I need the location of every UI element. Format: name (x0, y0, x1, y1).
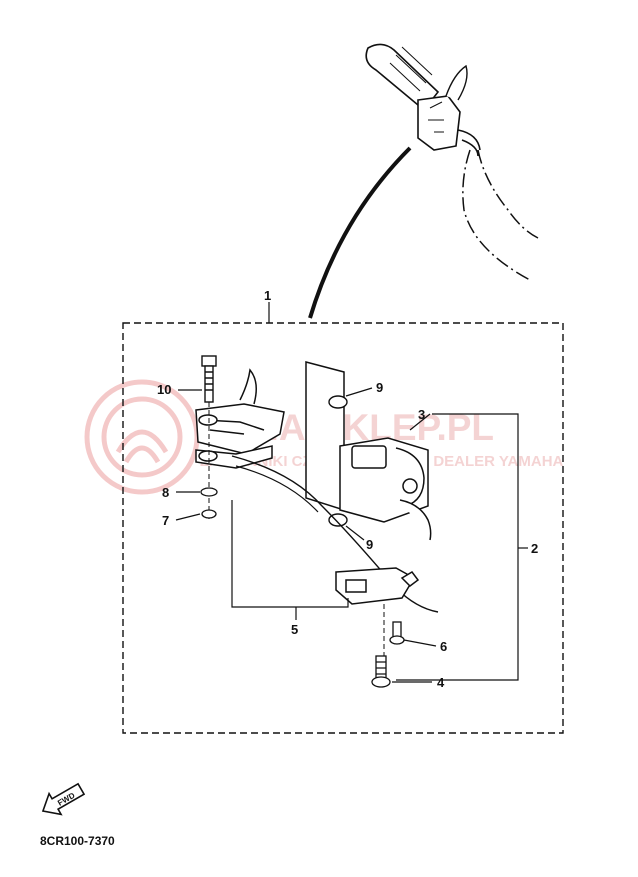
callout-5: 5 (291, 622, 298, 637)
leader-curve (308, 146, 412, 319)
handlebar-tube-upper (477, 149, 539, 239)
group-bracket-2 (396, 413, 519, 681)
throttle-cable (231, 455, 439, 613)
callout-1: 1 (264, 288, 271, 303)
callout-10: 10 (157, 382, 171, 397)
callout-6-leader (403, 639, 437, 647)
callout-3-leader (409, 413, 431, 431)
callout-9-top-leader (345, 387, 373, 397)
callout-9-top: 9 (376, 380, 383, 395)
throttle-cable-outer (235, 465, 319, 513)
callout-2: 2 (531, 541, 538, 556)
callout-7-leader (175, 513, 201, 521)
callout-6: 6 (440, 639, 447, 654)
lock-washer-7 (201, 509, 217, 519)
bolt-4 (371, 655, 391, 688)
stop-switch-bracket (335, 567, 420, 605)
grommet-9-top (328, 395, 348, 409)
group-bracket-5 (231, 500, 349, 608)
washer-8 (200, 487, 218, 497)
callout-4: 4 (437, 675, 445, 690)
callout-3: 3 (418, 407, 425, 422)
fwd-arrow-icon: FWD (41, 782, 86, 816)
callout-9-bottom: 9 (366, 537, 373, 552)
screw-6 (389, 621, 405, 645)
assembly-frame (122, 322, 564, 734)
callout-8: 8 (162, 485, 169, 500)
part-code-label: 8CR100-7370 (40, 834, 115, 848)
bolt-10 (201, 355, 217, 403)
handlebar-grip (365, 43, 481, 157)
callout-9-bottom-leader (345, 525, 365, 541)
callout-7: 7 (162, 513, 169, 528)
handlebar-tube (462, 149, 531, 281)
watermark-logo (84, 379, 200, 495)
